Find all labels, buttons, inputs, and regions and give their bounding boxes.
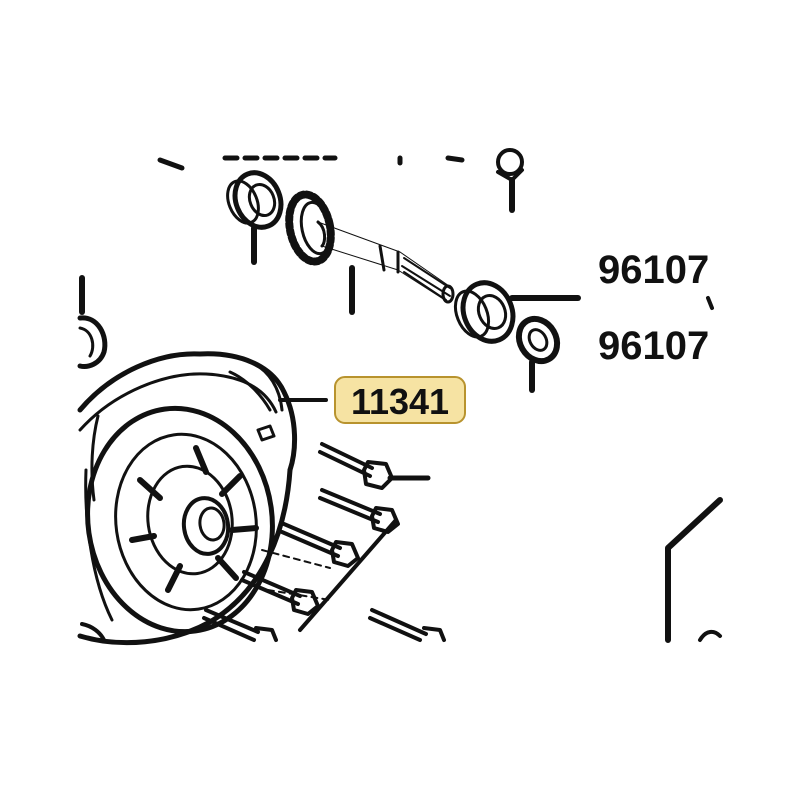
top-edge-fragments (157, 155, 465, 171)
bolts (202, 442, 446, 642)
label-96107-lower: 96107 (598, 324, 709, 368)
ring-fastener (496, 148, 524, 213)
cover-housing (77, 351, 331, 646)
gear-shaft (285, 190, 455, 315)
upper-bearing (226, 170, 284, 265)
bolt (202, 608, 278, 642)
bolt (280, 522, 360, 568)
label-96107-upper: 96107 (598, 248, 709, 292)
washer (515, 315, 561, 393)
bolt-leader (298, 518, 398, 632)
part-number-upper: 96107 (598, 248, 709, 292)
right-edge-bracket (665, 497, 723, 643)
part-number-lower: 96107 (598, 324, 709, 368)
label-11341-highlight: 11341 (334, 376, 466, 424)
bolt (240, 570, 320, 616)
bolt (368, 608, 446, 642)
left-edge-bearing (77, 275, 108, 369)
highlight-box (334, 376, 466, 424)
bolt (318, 442, 431, 490)
right-bearing (453, 280, 581, 344)
part-number-highlighted: 11341 (351, 381, 449, 422)
leader-stub (706, 296, 714, 310)
